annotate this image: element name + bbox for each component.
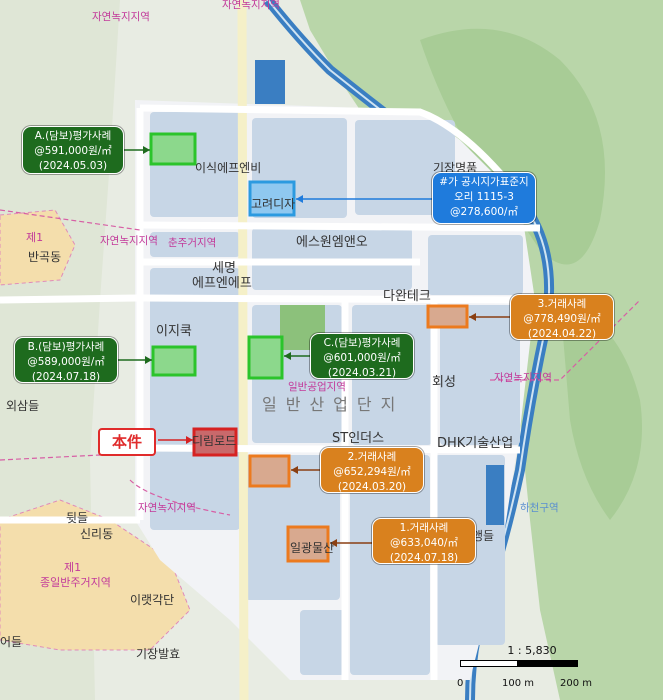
callout-date: (2024.03.20) [337,481,407,493]
callout-title: C.(담보)평가사례 [323,337,401,349]
callout-price: @633,040/㎡ [390,537,458,549]
callout-trade-3[interactable]: 3.거래사례 @778,490원/㎡ (2024.04.22) [510,294,614,340]
callout-title: 1.거래사례 [399,522,449,534]
place-label: ST인더스 [332,431,385,446]
marker-trade-3[interactable] [426,304,469,329]
district-label: 일반산업단지 [262,395,405,414]
callout-title: B.(담보)평가사례 [27,341,105,353]
subject-label[interactable]: 本件 [98,428,156,456]
place-label: 회성 [432,375,456,390]
place-label: 반곡동 [28,250,62,264]
callout-price: @589,000원/㎡ [27,356,105,368]
place-label: 어들 [0,635,23,649]
callout-title: 3.거래사례 [537,298,587,310]
marker-land-std[interactable] [248,180,296,217]
marker-subject[interactable] [192,427,238,457]
connector-arrowheads [143,146,476,547]
zone-label: 하천구역 [520,502,559,514]
callout-land-standard[interactable]: #가 공시지가표준지 오리 1115-3 @278,600/㎡ [432,172,536,224]
callout-trade-1[interactable]: 1.거래사례 @633,040/㎡ (2024.07.18) [372,518,476,564]
callout-price: @278,600/㎡ [450,206,518,218]
callout-date: (2024.05.03) [38,160,108,172]
place-label: 기장명품 [433,161,478,175]
mountain-terrain-dark [560,300,642,520]
place-label: 외삼들 [6,399,40,413]
place-label: 고려디자 [251,197,296,211]
callout-title: 2.거래사례 [347,451,397,463]
callout-case-b[interactable]: B.(담보)평가사례 @589,000원/㎡ (2024.07.18) [14,337,118,383]
residential-zone [0,499,191,651]
place-label: 디림로드 [192,434,237,448]
scale-bar: 1 : 5,830 0 100 m 200 m [452,644,612,689]
scale-segment [518,660,576,667]
place-label: 이식에프엔비 [195,161,262,175]
callout-date: (2024.03.21) [327,367,397,379]
callout-title: #가 공시지가표준지 [439,176,529,188]
pond [255,60,285,104]
marker-case-b[interactable] [151,345,197,377]
place-label: 이지쿡 [156,324,192,339]
place-label: 뒷들 [66,511,89,525]
callout-price: @591,000원/㎡ [34,145,112,157]
marker-case-c[interactable] [247,335,284,380]
callout-date: (2024.07.18) [389,552,459,564]
place-label: 이랫각단 [130,593,175,607]
callout-price: @652,294원/㎡ [333,466,411,478]
place-label: 에프엔에프 [192,276,252,291]
place-label: 일광물산 [290,541,335,555]
zone-label: 일반공업지역 [288,381,346,393]
callout-address: 오리 1115-3 [454,191,514,203]
zone-label: 자연녹지지역 [222,0,280,11]
marker-trade-2[interactable] [248,454,291,488]
scale-tick: 200 m [560,678,593,689]
place-label: 에스원엠앤오 [296,235,368,250]
place-label: 앵들 [472,529,495,543]
place-label: 다완테크 [383,289,431,304]
zone-label: 자연녹지지역 [92,11,150,23]
place-label: 세명 [212,261,236,276]
callout-title: A.(담보)평가사례 [34,130,112,142]
scale-tick: 0 [457,678,464,689]
marker-trade-1[interactable] [286,525,330,563]
scale-segment [460,660,518,667]
callout-case-c[interactable]: C.(담보)평가사례 @601,000원/㎡ (2024.03.21) [310,333,414,379]
callout-date: (2024.07.18) [31,371,101,383]
scale-ratio: 1 : 5,830 [507,644,557,657]
scale-tick: 100 m [502,678,535,689]
zone-label: 춘주거지역 [168,237,217,249]
pond [486,465,504,525]
callout-trade-2[interactable]: 2.거래사례 @652,294원/㎡ (2024.03.20) [320,447,424,493]
mountain-terrain-dark [420,28,605,265]
marker-case-a[interactable] [149,132,197,166]
place-label: 신리동 [80,527,114,541]
residential-zone [0,209,76,286]
zone-label: 자연녹지지역 [138,502,196,514]
callout-price: @778,490원/㎡ [523,313,601,325]
zone-label: 제1 [26,231,44,244]
callout-case-a[interactable]: A.(담보)평가사례 @591,000원/㎡ (2024.05.03) [22,126,124,174]
zone-label: 종일반주거지역 [40,576,111,589]
callout-date: (2024.04.22) [527,328,597,340]
main-road [237,0,249,700]
place-label: DHK기술산업 [437,436,514,451]
callout-price: @601,000원/㎡ [323,352,401,364]
zone-label: 자연녹지지역 [494,372,552,384]
zone-label: 제1 [64,561,82,574]
zone-label: 자연녹지지역 [100,235,158,247]
place-label: 기장발효 [136,647,181,661]
scale-segment [576,660,578,667]
